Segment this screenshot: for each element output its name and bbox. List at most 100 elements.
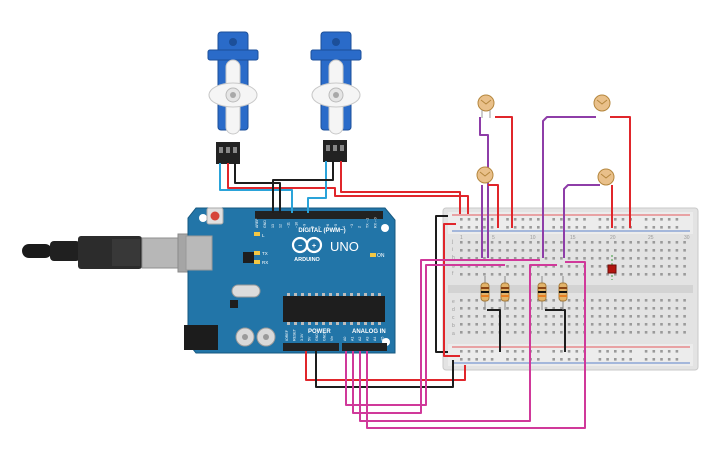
breadboard-hole[interactable]	[683, 323, 686, 326]
breadboard-hole[interactable]	[660, 307, 663, 310]
breadboard-hole[interactable]	[490, 331, 494, 334]
rail-hole[interactable]	[521, 226, 525, 229]
photoresistor-2[interactable]	[476, 166, 494, 184]
breadboard-hole[interactable]	[498, 257, 502, 260]
rail-hole[interactable]	[629, 350, 632, 353]
breadboard-hole[interactable]	[483, 315, 486, 318]
breadboard-hole[interactable]	[629, 299, 632, 302]
rail-hole[interactable]	[606, 358, 609, 361]
rail-hole[interactable]	[467, 218, 471, 221]
rail-hole[interactable]	[614, 358, 617, 361]
breadboard-hole[interactable]	[606, 315, 609, 318]
breadboard-hole[interactable]	[506, 257, 509, 260]
breadboard-hole[interactable]	[598, 257, 602, 260]
breadboard-hole[interactable]	[667, 323, 671, 326]
breadboard-hole[interactable]	[521, 241, 525, 244]
breadboard-hole[interactable]	[544, 299, 548, 302]
breadboard-hole[interactable]	[521, 273, 525, 276]
breadboard-hole[interactable]	[637, 273, 640, 276]
breadboard-hole[interactable]	[460, 257, 463, 260]
breadboard-hole[interactable]	[667, 249, 671, 252]
breadboard-hole[interactable]	[537, 273, 540, 276]
breadboard-hole[interactable]	[552, 307, 555, 310]
breadboard-hole[interactable]	[644, 299, 648, 302]
rail-hole[interactable]	[483, 218, 486, 221]
breadboard-hole[interactable]	[614, 241, 617, 244]
breadboard-hole[interactable]	[483, 273, 486, 276]
breadboard-hole[interactable]	[460, 299, 463, 302]
breadboard-hole[interactable]	[467, 249, 471, 252]
breadboard-hole[interactable]	[498, 307, 502, 310]
breadboard-hole[interactable]	[598, 323, 602, 326]
breadboard-hole[interactable]	[644, 315, 648, 318]
breadboard-hole[interactable]	[614, 299, 617, 302]
breadboard-hole[interactable]	[490, 249, 494, 252]
breadboard-hole[interactable]	[606, 299, 609, 302]
breadboard-hole[interactable]	[506, 273, 509, 276]
breadboard-hole[interactable]	[590, 331, 594, 334]
photoresistor-3[interactable]	[593, 94, 611, 112]
breadboard-hole[interactable]	[598, 307, 602, 310]
breadboard-hole[interactable]	[483, 241, 486, 244]
breadboard-hole[interactable]	[467, 273, 471, 276]
breadboard-hole[interactable]	[637, 323, 640, 326]
breadboard-hole[interactable]	[483, 331, 486, 334]
breadboard-hole[interactable]	[567, 249, 571, 252]
breadboard-hole[interactable]	[483, 265, 486, 268]
breadboard-hole[interactable]	[637, 257, 640, 260]
breadboard-hole[interactable]	[614, 315, 617, 318]
breadboard-hole[interactable]	[490, 273, 494, 276]
breadboard-hole[interactable]	[475, 265, 478, 268]
photoresistor-4[interactable]	[597, 168, 615, 186]
breadboard-hole[interactable]	[467, 323, 471, 326]
breadboard-hole[interactable]	[567, 265, 571, 268]
breadboard-hole[interactable]	[675, 257, 679, 260]
breadboard-hole[interactable]	[606, 323, 609, 326]
breadboard-hole[interactable]	[490, 315, 494, 318]
photoresistor-1[interactable]	[477, 94, 495, 118]
rail-hole[interactable]	[529, 226, 532, 229]
breadboard-hole[interactable]	[652, 331, 656, 334]
breadboard-hole[interactable]	[675, 273, 679, 276]
breadboard-hole[interactable]	[475, 315, 478, 318]
breadboard-hole[interactable]	[575, 315, 579, 318]
breadboard-hole[interactable]	[675, 299, 679, 302]
rail-hole[interactable]	[660, 358, 663, 361]
breadboard-hole[interactable]	[567, 273, 571, 276]
breadboard-hole[interactable]	[675, 265, 679, 268]
breadboard-hole[interactable]	[475, 273, 478, 276]
rail-hole[interactable]	[483, 226, 486, 229]
breadboard-hole[interactable]	[629, 249, 632, 252]
rail-hole[interactable]	[506, 218, 509, 221]
breadboard-hole[interactable]	[544, 257, 548, 260]
rail-hole[interactable]	[529, 218, 532, 221]
breadboard-hole[interactable]	[652, 307, 656, 310]
breadboard-hole[interactable]	[614, 331, 617, 334]
rail-hole[interactable]	[521, 218, 525, 221]
breadboard-hole[interactable]	[506, 307, 509, 310]
breadboard-hole[interactable]	[621, 307, 625, 310]
rail-hole[interactable]	[652, 218, 656, 221]
breadboard-hole[interactable]	[629, 323, 632, 326]
breadboard-hole[interactable]	[575, 265, 579, 268]
breadboard-hole[interactable]	[652, 257, 656, 260]
breadboard-hole[interactable]	[614, 257, 617, 260]
rail-hole[interactable]	[621, 226, 625, 229]
breadboard-hole[interactable]	[683, 273, 686, 276]
breadboard-hole[interactable]	[506, 315, 509, 318]
breadboard-hole[interactable]	[621, 249, 625, 252]
breadboard-hole[interactable]	[575, 273, 579, 276]
breadboard-hole[interactable]	[560, 315, 563, 318]
breadboard-hole[interactable]	[475, 307, 478, 310]
resistors[interactable]	[480, 276, 568, 310]
rail-hole[interactable]	[621, 358, 625, 361]
rail-hole[interactable]	[560, 226, 563, 229]
breadboard-hole[interactable]	[621, 257, 625, 260]
breadboard-hole[interactable]	[498, 265, 502, 268]
breadboard-hole[interactable]	[544, 265, 548, 268]
breadboard-hole[interactable]	[506, 323, 509, 326]
rail-hole[interactable]	[490, 358, 494, 361]
breadboard-hole[interactable]	[552, 273, 555, 276]
breadboard-hole[interactable]	[590, 257, 594, 260]
breadboard-hole[interactable]	[560, 241, 563, 244]
